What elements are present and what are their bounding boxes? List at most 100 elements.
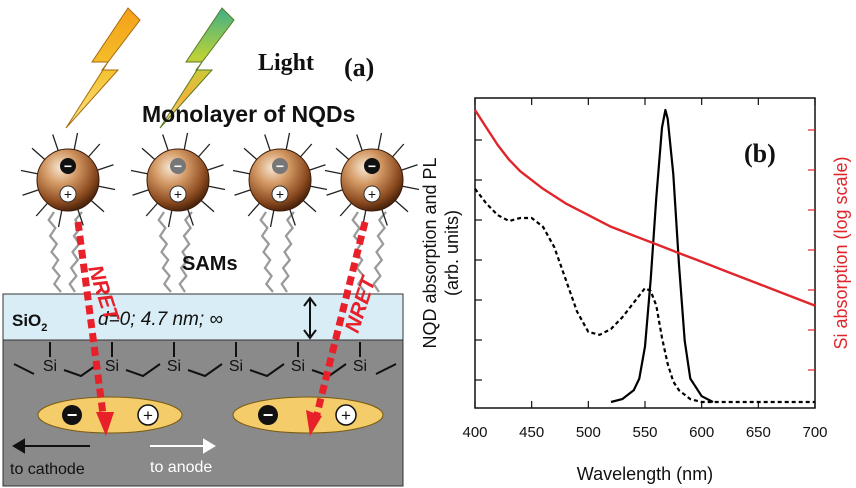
si-atom-label: Si (229, 358, 243, 375)
nqd-pl-line (610, 108, 714, 404)
ligand (394, 199, 409, 213)
ligand (197, 143, 211, 158)
panel-b-label: (b) (744, 139, 776, 168)
cathode-arrow (12, 438, 90, 454)
nqd-sphere (340, 148, 404, 212)
si-atom-label: Si (167, 358, 181, 375)
ligand (232, 169, 251, 175)
ligand (96, 164, 114, 172)
ligand (31, 147, 46, 161)
ligand (288, 208, 296, 226)
lightning-bolt-icon-right (159, 7, 235, 129)
si-atom-label: Si (43, 358, 57, 375)
sams-chains (47, 211, 387, 293)
hole-sign: + (276, 186, 284, 202)
ligand (206, 164, 224, 172)
sam-chain (178, 211, 193, 293)
si-bridge (13, 363, 35, 375)
electron-icon (62, 405, 82, 425)
left-axis-ticks (475, 139, 482, 381)
si-atom-label: Si (353, 358, 367, 375)
ligand (339, 202, 353, 217)
anode-label: to anode (150, 459, 212, 476)
hole-sign: + (174, 186, 182, 202)
ligand (324, 169, 343, 175)
electron-icon (258, 405, 278, 425)
sam-chain (280, 211, 295, 293)
light-label: Light (258, 50, 314, 76)
electron-icon (364, 158, 380, 174)
svg-text:+: + (143, 406, 153, 425)
ligand (145, 202, 159, 217)
x-tick-label: 700 (802, 424, 827, 441)
si-bridge (375, 363, 397, 375)
si-atom-label: Si (291, 358, 305, 375)
hole-icon (59, 185, 77, 203)
nret-arrow-left (74, 221, 114, 436)
ligand (73, 132, 79, 151)
hole-icon (169, 185, 187, 203)
ligand (90, 199, 105, 213)
ligand (52, 134, 60, 152)
ligand (35, 202, 49, 217)
ligand (269, 209, 275, 228)
ligand (247, 202, 261, 217)
ligand (207, 185, 226, 191)
ligand (183, 132, 189, 151)
x-tick-label: 550 (632, 424, 657, 441)
ligand (167, 209, 173, 228)
x-tick-label: 450 (519, 424, 544, 441)
si-bridge (63, 363, 99, 378)
y-axis-label-right: Si absorption (log scale) (831, 156, 851, 349)
ligand (400, 164, 418, 172)
ligand (377, 132, 383, 151)
panel-a-label: (a) (344, 53, 374, 82)
right-axis-ticks (808, 129, 815, 371)
ligand (391, 143, 405, 158)
cathode-label: to cathode (10, 461, 85, 478)
hole-sign: + (368, 186, 376, 202)
si-atom-label: Si (105, 358, 119, 375)
svg-text:−: − (263, 405, 274, 425)
y-axis-label-left: NQD absorption and PL (420, 157, 440, 348)
distance-label: d=0; 4.7 nm; ∞ (98, 309, 223, 330)
lightning-bolt-icon-left (65, 7, 141, 129)
si-surface-chain: Si Si Si Si Si Si (13, 342, 397, 378)
electron-sign: − (174, 158, 182, 174)
hole-icon (363, 185, 381, 203)
sams-label: SAMs (182, 253, 238, 275)
hole-icon (335, 404, 357, 426)
nqd-sphere (36, 148, 100, 212)
ligand (243, 147, 258, 161)
ligand (200, 199, 215, 213)
ligand (20, 169, 39, 175)
hole-sign: + (64, 186, 72, 202)
sam-chain (259, 211, 274, 293)
ligand (335, 147, 350, 161)
nret-arrow-right (306, 221, 369, 436)
ligand (299, 143, 313, 158)
ligand (57, 209, 63, 228)
sam-chain (157, 211, 172, 293)
ligand (302, 199, 317, 213)
ligand (22, 188, 40, 196)
ligand (309, 185, 328, 191)
y-axis-label-left-units: (arb. units) (442, 210, 462, 296)
electron-icon (272, 158, 288, 174)
nqd-sphere (248, 148, 312, 212)
monolayer-label: Monolayer of NQDs (142, 101, 355, 127)
nqd-4: −+ (324, 132, 420, 228)
electron-sign: − (276, 158, 284, 174)
nqd-sphere (146, 148, 210, 212)
ligand (285, 132, 291, 151)
nqd-absorption-line (474, 188, 815, 404)
x-tick-label: 650 (746, 424, 771, 441)
si-absorption-line (473, 109, 816, 307)
svg-text:+: + (341, 406, 351, 425)
ligand (234, 188, 252, 196)
si-bridge (187, 363, 223, 378)
ligand (380, 208, 388, 226)
